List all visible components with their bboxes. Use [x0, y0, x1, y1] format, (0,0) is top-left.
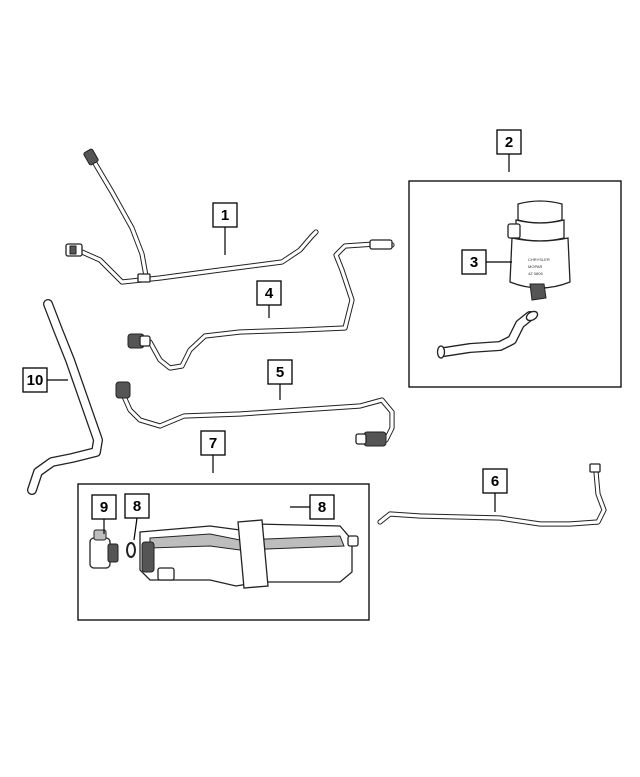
filter-body-3: CHRYSLER MOPAR 4Z 0806	[507, 200, 571, 301]
valve-9	[89, 529, 119, 569]
callout-2-label: 2	[505, 134, 513, 151]
o-ring-8	[126, 542, 136, 558]
filter-hose	[436, 310, 539, 359]
callout-4-label: 4	[265, 285, 274, 302]
callout-8-canister-label: 8	[318, 499, 326, 516]
callout-5-label: 5	[276, 364, 284, 381]
tube-6	[377, 463, 607, 527]
hose-10	[27, 299, 103, 495]
callout-2: 2	[496, 129, 522, 155]
filter-marking-line1: CHRYSLER	[528, 257, 550, 262]
callout-8-oring: 8	[124, 493, 150, 519]
vapor-line-harness-1	[65, 148, 319, 285]
canister-8	[139, 519, 359, 589]
callout-9-label: 9	[100, 499, 108, 516]
filter-assembly-frame	[408, 180, 622, 388]
callout-8-oring-label: 8	[133, 498, 141, 515]
leader-lines	[47, 154, 512, 541]
callout-10-label: 10	[27, 372, 44, 389]
callout-1-label: 1	[221, 207, 229, 224]
vapor-line-4	[127, 239, 395, 371]
filter-marking-line2: MOPAR	[528, 264, 542, 269]
callout-7-label: 7	[209, 435, 217, 452]
callout-7: 7	[200, 430, 226, 456]
filter-marking-line3: 4Z 0806	[528, 271, 543, 276]
callout-3: 3	[461, 249, 487, 275]
callout-5: 5	[267, 359, 293, 385]
callout-3-label: 3	[470, 254, 478, 271]
callout-8-canister: 8	[309, 494, 335, 520]
callout-9: 9	[91, 494, 117, 520]
vapor-line-5	[115, 381, 395, 447]
callout-6: 6	[482, 468, 508, 494]
callout-4: 4	[256, 280, 282, 306]
canister-assembly-frame	[77, 483, 370, 621]
callout-10: 10	[22, 367, 48, 393]
callout-1: 1	[212, 202, 238, 228]
callout-6-label: 6	[491, 473, 499, 490]
